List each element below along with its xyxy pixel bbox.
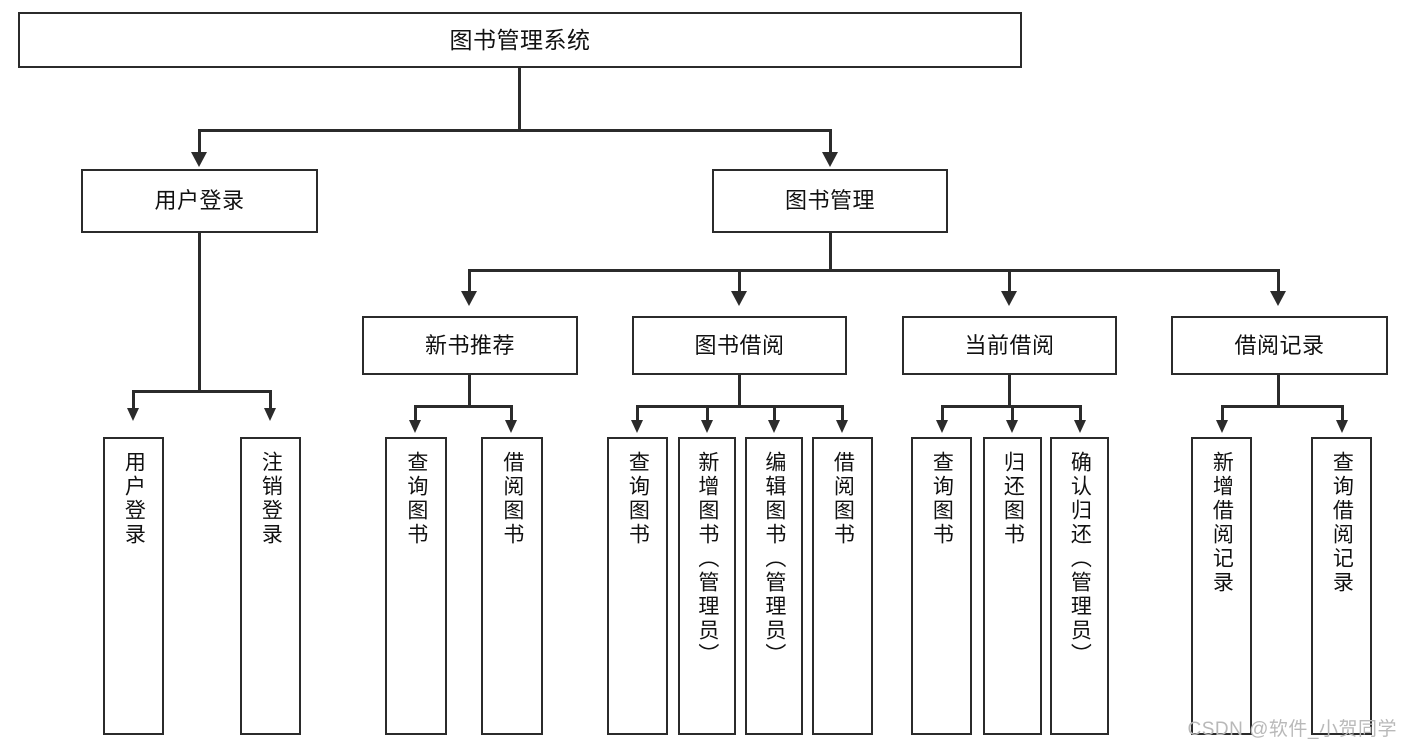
node-label: 用户登录 xyxy=(154,188,245,214)
node-borrow-records[interactable]: 借阅记录 xyxy=(1171,316,1388,375)
arrowhead-leaf-logout xyxy=(263,408,276,421)
arrowhead-leaf-query-record xyxy=(1335,420,1348,433)
connector-user-login-leaf-1 xyxy=(132,390,135,409)
leaf-node-query-book-recommend[interactable]: 查询图书 xyxy=(385,437,447,735)
leaf-node-edit-book-admin[interactable]: 编辑图书（管理员） xyxy=(745,437,803,735)
node-label: 注销登录 xyxy=(259,451,283,547)
connector-to-current-borrow xyxy=(1008,269,1011,292)
connector-bb-leaf-1 xyxy=(636,405,639,421)
arrowhead-leaf-borrow-book-2 xyxy=(835,420,848,433)
node-label: 新增图书（管理员） xyxy=(695,451,719,667)
node-label: 查询借阅记录 xyxy=(1330,451,1354,595)
arrowhead-leaf-add-book xyxy=(700,420,713,433)
arrowhead-leaf-return-book xyxy=(1005,420,1018,433)
arrowhead-current-borrow xyxy=(1001,291,1017,306)
leaf-node-add-book-admin[interactable]: 新增图书（管理员） xyxy=(678,437,736,735)
connector-nbr-leaf-1 xyxy=(414,405,417,421)
connector-current-borrow-stem xyxy=(1008,375,1011,407)
leaf-node-user-login[interactable]: 用户登录 xyxy=(103,437,164,735)
connector-level3-bus xyxy=(468,269,1279,272)
connector-root-to-book-management xyxy=(829,129,832,153)
node-label: 查询图书 xyxy=(626,451,650,547)
arrowhead-leaf-user-login xyxy=(126,408,139,421)
arrowhead-leaf-query-book-2 xyxy=(630,420,643,433)
node-label: 归还图书 xyxy=(1001,451,1025,547)
connector-bb-leaf-4 xyxy=(841,405,844,421)
connector-to-new-book-recommend xyxy=(468,269,471,292)
arrowhead-leaf-edit-book xyxy=(767,420,780,433)
node-label: 图书借阅 xyxy=(694,332,785,358)
node-label: 当前借阅 xyxy=(964,332,1055,358)
leaf-node-logout[interactable]: 注销登录 xyxy=(240,437,301,735)
node-label: 借阅记录 xyxy=(1234,332,1325,358)
csdn-watermark: CSDN @软件_小贺同学 xyxy=(1187,719,1397,740)
arrowhead-book-management xyxy=(822,152,838,167)
connector-user-login-leaf-2 xyxy=(269,390,272,409)
node-label: 确认归还（管理员） xyxy=(1068,451,1092,667)
arrowhead-book-borrow xyxy=(731,291,747,306)
node-current-borrow[interactable]: 当前借阅 xyxy=(902,316,1117,375)
leaf-node-borrow-book[interactable]: 借阅图书 xyxy=(812,437,873,735)
connector-bb-leaf-3 xyxy=(773,405,776,421)
arrowhead-leaf-query-book-3 xyxy=(935,420,948,433)
leaf-node-query-borrow-record[interactable]: 查询借阅记录 xyxy=(1311,437,1372,735)
connector-root-to-user-login xyxy=(198,129,201,153)
connector-bb-leaf-2 xyxy=(706,405,709,421)
node-label: 借阅图书 xyxy=(500,451,524,547)
connector-cb-leaf-2 xyxy=(1011,405,1014,421)
node-root-book-management-system[interactable]: 图书管理系统 xyxy=(18,12,1022,68)
leaf-node-confirm-return-admin[interactable]: 确认归还（管理员） xyxy=(1050,437,1109,735)
arrowhead-borrow-records xyxy=(1270,291,1286,306)
connector-root-bus xyxy=(198,129,831,132)
arrowhead-new-book-recommend xyxy=(461,291,477,306)
node-label: 图书管理 xyxy=(784,188,875,214)
node-label: 编辑图书（管理员） xyxy=(762,451,786,667)
leaf-node-query-book-current[interactable]: 查询图书 xyxy=(911,437,972,735)
node-label: 查询图书 xyxy=(404,451,428,547)
arrowhead-user-login xyxy=(191,152,207,167)
node-label: 图书管理系统 xyxy=(449,26,591,53)
connector-borrow-records-stem xyxy=(1277,375,1280,407)
connector-cb-leaf-3 xyxy=(1079,405,1082,421)
node-label: 借阅图书 xyxy=(831,451,855,547)
node-book-management[interactable]: 图书管理 xyxy=(712,169,948,233)
connector-br-leaf-2 xyxy=(1341,405,1344,421)
connector-new-book-recommend-bus xyxy=(414,405,512,408)
connector-to-borrow-records xyxy=(1277,269,1280,292)
arrowhead-leaf-confirm-return xyxy=(1073,420,1086,433)
connector-cb-leaf-1 xyxy=(941,405,944,421)
node-new-book-recommend[interactable]: 新书推荐 xyxy=(362,316,578,375)
connector-root-stem xyxy=(518,68,521,130)
leaf-node-return-book[interactable]: 归还图书 xyxy=(983,437,1042,735)
connector-new-book-recommend-stem xyxy=(468,375,471,407)
connector-book-management-stem xyxy=(829,233,832,270)
arrowhead-leaf-add-record xyxy=(1215,420,1228,433)
connector-to-book-borrow xyxy=(738,269,741,292)
arrowhead-leaf-borrow-book-1 xyxy=(504,420,517,433)
node-book-borrow[interactable]: 图书借阅 xyxy=(632,316,847,375)
node-label: 查询图书 xyxy=(930,451,954,547)
node-label: 新增借阅记录 xyxy=(1210,451,1234,595)
leaf-node-query-book-borrow[interactable]: 查询图书 xyxy=(607,437,668,735)
leaf-node-add-borrow-record[interactable]: 新增借阅记录 xyxy=(1191,437,1252,735)
connector-book-borrow-bus xyxy=(636,405,844,408)
connector-br-leaf-1 xyxy=(1221,405,1224,421)
node-user-login[interactable]: 用户登录 xyxy=(81,169,318,233)
node-label: 用户登录 xyxy=(122,451,146,547)
connector-borrow-records-bus xyxy=(1221,405,1343,408)
leaf-node-borrow-book-recommend[interactable]: 借阅图书 xyxy=(481,437,543,735)
connector-book-borrow-stem xyxy=(738,375,741,407)
connector-user-login-bus xyxy=(132,390,271,393)
connector-nbr-leaf-2 xyxy=(510,405,513,421)
node-label: 新书推荐 xyxy=(424,332,515,358)
connector-user-login-stem xyxy=(198,233,201,391)
arrowhead-leaf-query-book-1 xyxy=(408,420,421,433)
